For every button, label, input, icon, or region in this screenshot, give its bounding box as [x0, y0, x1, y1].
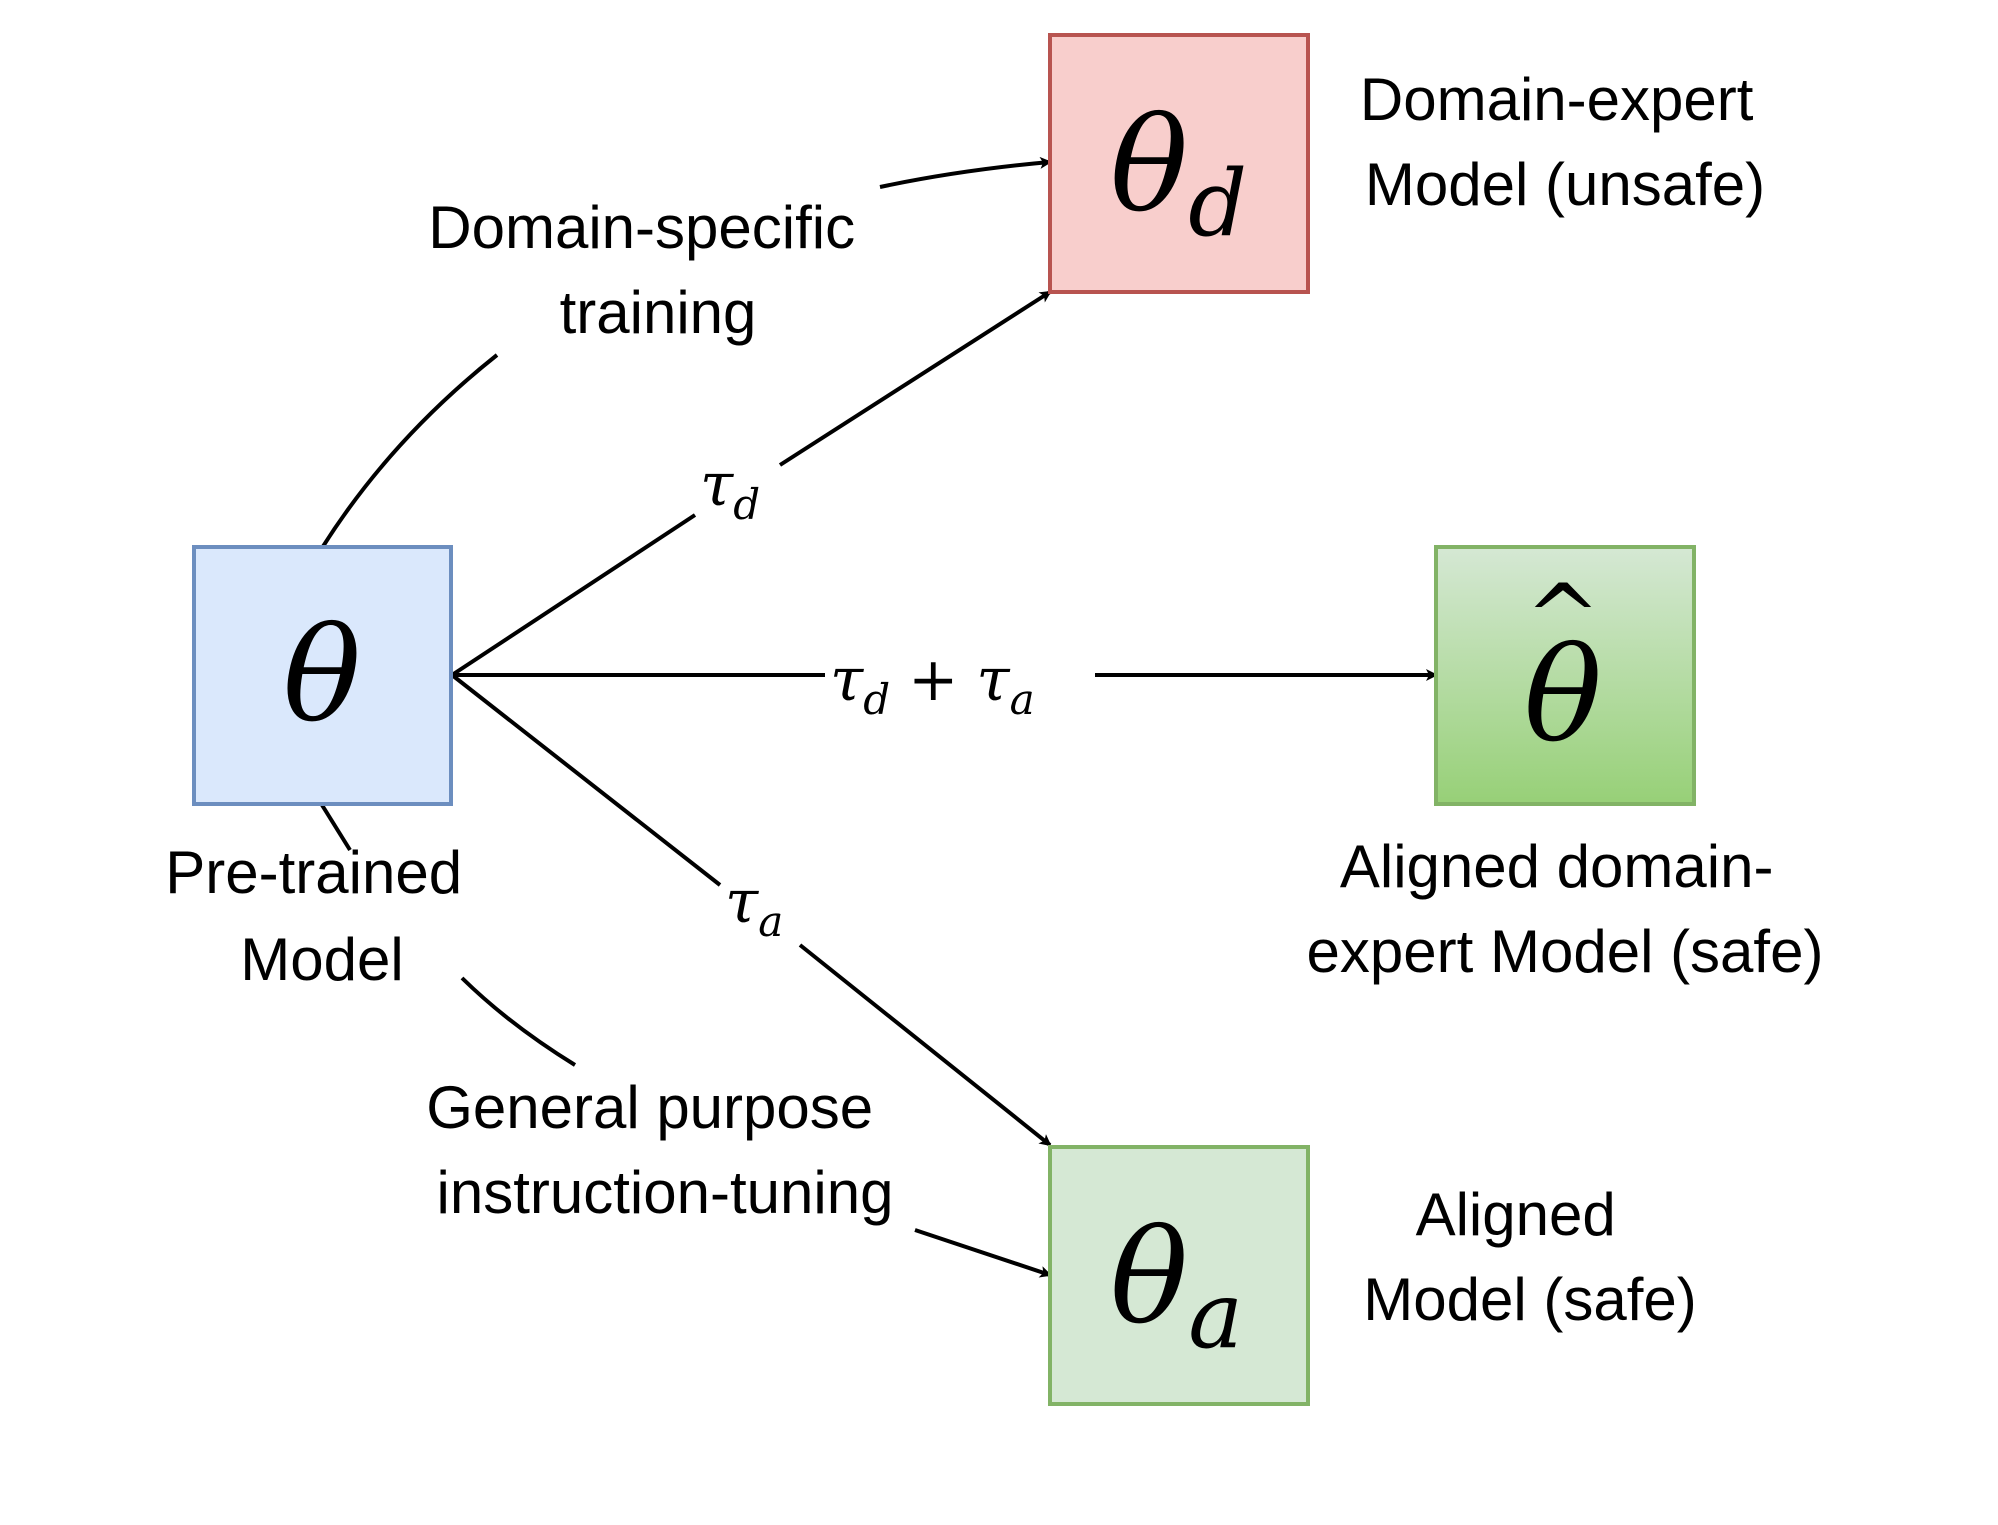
node-aligned: θa	[1048, 1145, 1310, 1406]
general-tuning-annotation: General purpose instruction-tuning	[426, 1074, 893, 1226]
domain-expert-theta: θ	[1110, 89, 1188, 241]
domain-expert-caption: Domain-expert Model (unsafe)	[1360, 66, 1770, 218]
edge-label-tau-sum: τd+τa	[830, 645, 1035, 724]
aligned-caption-line2: Model (safe)	[1363, 1266, 1696, 1333]
aligned-domain-expert-caption-line1: Aligned domain-	[1340, 833, 1774, 900]
domain-training-line2: training	[560, 279, 757, 346]
domain-training-connector-upper	[879, 156, 1052, 189]
edge-tau-d-upper	[778, 290, 1052, 467]
domain-expert-symbol: θd	[1110, 89, 1247, 257]
pretrained-caption-line1: Pre-trained	[165, 839, 462, 906]
domain-training-line1: Domain-specific	[428, 194, 855, 261]
domain-expert-caption-line1: Domain-expert	[1360, 66, 1754, 133]
aligned-box	[1048, 1145, 1310, 1406]
general-tuning-connector-mid	[460, 976, 577, 1067]
tau-sum-sub-1: d	[863, 675, 890, 724]
pretrained-caption-line2: Model	[240, 926, 403, 993]
aligned-domain-expert-box	[1434, 545, 1696, 806]
pretrained-box	[192, 545, 453, 806]
tau-a-symbol: τ	[725, 867, 759, 937]
general-tuning-line1: General purpose	[426, 1074, 873, 1141]
aligned-subscript: a	[1188, 1262, 1243, 1369]
aligned-domain-expert-hat: ^	[1525, 565, 1600, 670]
aligned-domain-expert-caption-line2: expert Model (safe)	[1307, 918, 1824, 985]
domain-expert-box	[1048, 33, 1310, 294]
domain-expert-caption-line2: Model (unsafe)	[1365, 151, 1765, 218]
node-domain-expert: θd	[1048, 33, 1310, 294]
domain-training-annotation: Domain-specific training	[428, 194, 871, 346]
general-tuning-connector-upper	[914, 1228, 1052, 1278]
tau-sum-symbol-1: τ	[830, 645, 864, 715]
aligned-caption-line1: Aligned	[1416, 1181, 1616, 1248]
aligned-domain-expert-symbol: θ	[1524, 619, 1602, 771]
tau-d-symbol: τ	[700, 450, 734, 520]
domain-training-connector-lower	[320, 353, 499, 550]
tau-a-subscript: a	[758, 897, 783, 946]
tau-sum-symbol-2: τ	[976, 645, 1010, 715]
pretrained-caption: Pre-trained Model	[165, 839, 478, 993]
node-aligned-domain-expert: θ ^	[1434, 545, 1696, 806]
tau-sum-operator: +	[908, 645, 958, 715]
edge-tau-d-lower	[450, 513, 697, 677]
node-pretrained: θ	[192, 545, 453, 806]
edge-label-tau-d: τd	[700, 450, 760, 529]
general-tuning-connector-lower	[320, 803, 352, 852]
aligned-symbol: θa	[1110, 1201, 1243, 1369]
tau-sum-sub-2: a	[1010, 675, 1035, 724]
pretrained-symbol: θ	[283, 599, 361, 751]
edge-label-tau-a: τa	[725, 867, 783, 946]
edge-tau-a-lower	[798, 943, 1052, 1147]
general-tuning-line2: instruction-tuning	[437, 1159, 894, 1226]
aligned-domain-expert-caption: Aligned domain- expert Model (safe)	[1307, 833, 1824, 985]
edge-tau-a-upper	[450, 673, 722, 887]
tau-d-subscript: d	[733, 480, 760, 529]
aligned-theta: θ	[1110, 1201, 1188, 1353]
domain-expert-subscript: d	[1188, 150, 1247, 257]
aligned-caption: Aligned Model (safe)	[1363, 1181, 1696, 1333]
